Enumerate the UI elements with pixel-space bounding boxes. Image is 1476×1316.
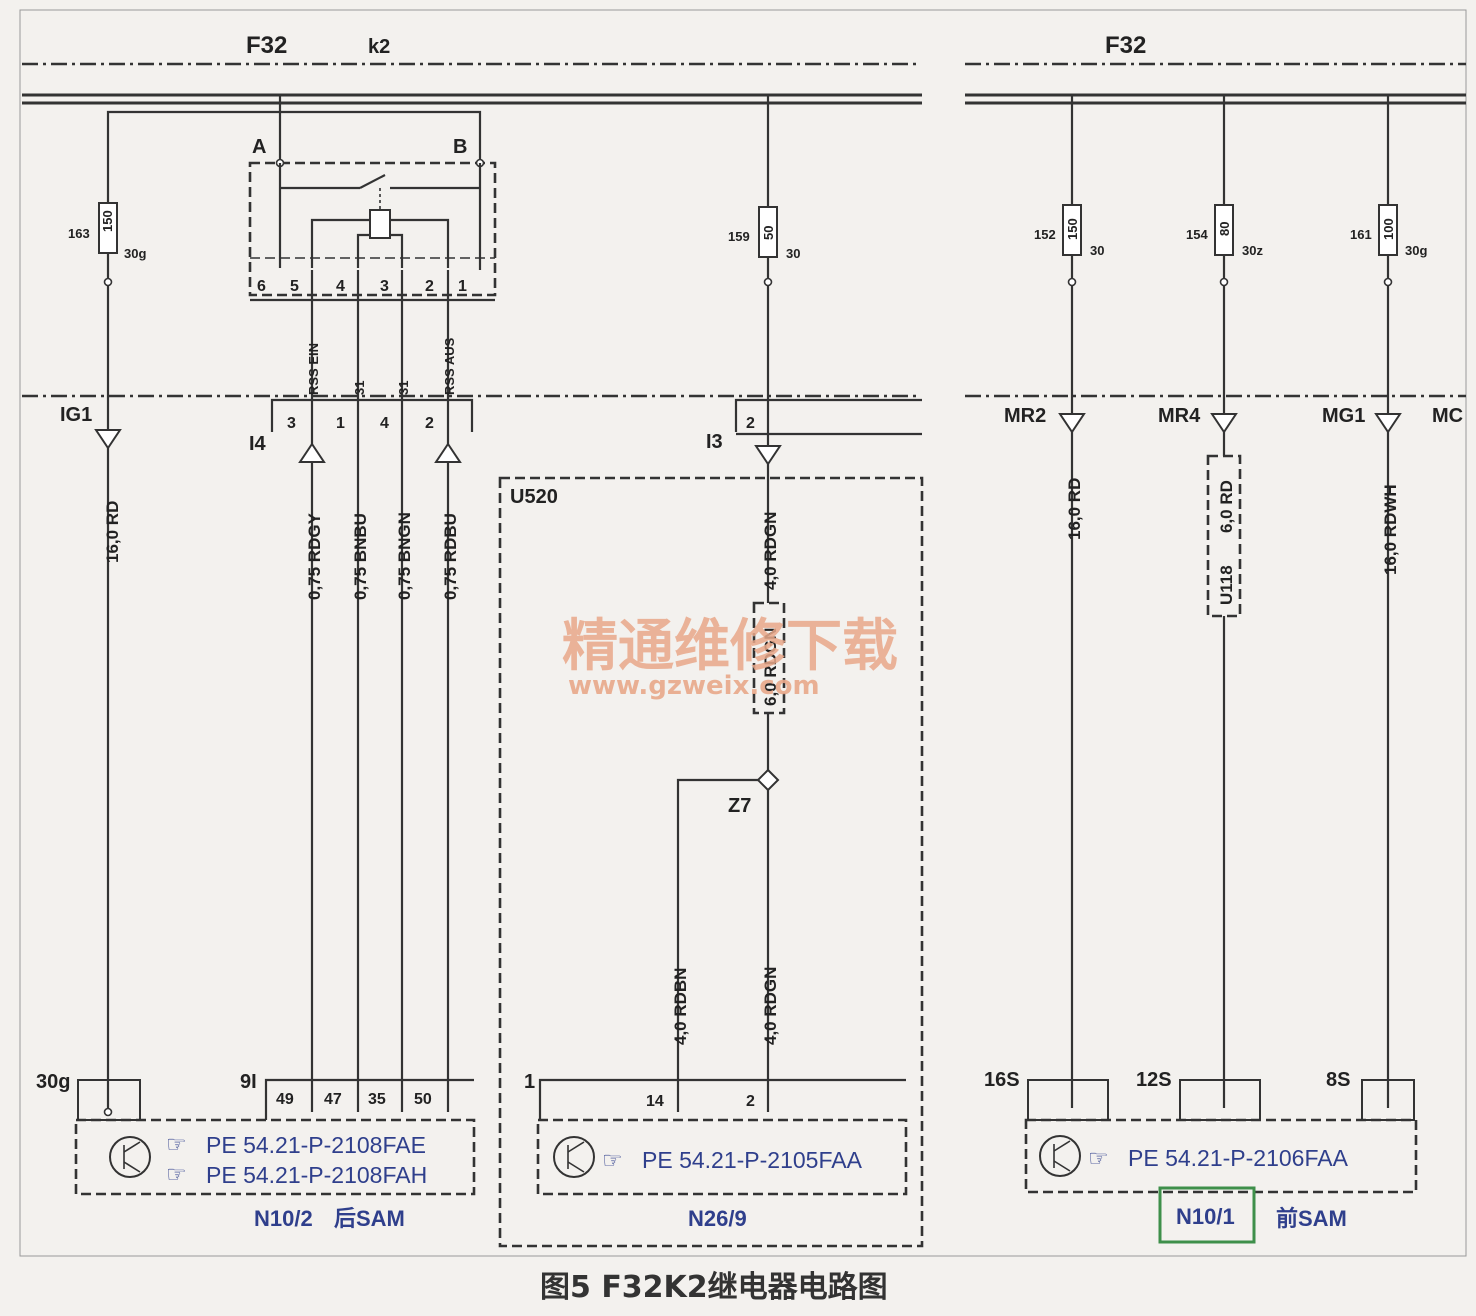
relay-signal-wires: RSS EIN 31 31 RSS AUS I4 3 1 4 2 0,75 RD… — [249, 270, 474, 1112]
relay-pin-4: 4 — [336, 278, 345, 295]
fuse-159-terminal: 30 — [786, 246, 800, 261]
hand-icon: ☞ — [166, 1131, 187, 1157]
fuse-154-terminal: 30z — [1242, 243, 1263, 258]
i3-circuit: 50 159 30 2 I3 4,0 RDGN U520 6,0 RDGN Z7… — [498, 95, 924, 1248]
wire-i3: 4,0 RDGN — [761, 512, 780, 590]
fuse-154-number: 154 — [1186, 227, 1208, 242]
relay-pin-3: 3 — [380, 278, 389, 295]
n10-1-highlight-box — [1158, 1186, 1256, 1244]
connector-i4: I4 — [249, 433, 267, 455]
watermark-text: 精通维修下载 — [562, 614, 898, 679]
relay-terminal-a: A — [252, 136, 266, 158]
fuse-152-number: 152 — [1034, 227, 1056, 242]
fuse-152-rating: 150 — [1065, 218, 1080, 240]
watermark-url: www.gzweix.com — [568, 671, 820, 701]
relay-pin-1: 1 — [458, 278, 467, 295]
i4-pin-1: 1 — [336, 415, 345, 432]
relay-pin-2: 2 — [425, 278, 434, 295]
connector-ig1: IG1 — [60, 404, 92, 426]
wire-mr4-sub: U118 — [1217, 565, 1236, 605]
signal-rss-aus: RSS AUS — [442, 337, 457, 395]
fuse-161-terminal: 30g — [1405, 243, 1427, 258]
relay-label-k2: k2 — [368, 36, 390, 58]
u520-label: U520 — [510, 486, 558, 508]
hand-icon: ☞ — [1088, 1145, 1109, 1171]
wire-mg1: 16,0 RDWH — [1381, 484, 1400, 575]
i4-pin-2: 2 — [425, 415, 434, 432]
wire-u520-inner: 6,0 RDGN — [761, 628, 780, 706]
n10-2-name-cn: 后SAM — [334, 1206, 405, 1231]
fuse-163-rating: 150 — [100, 210, 115, 232]
signal-31-b: 31 — [396, 381, 411, 395]
right-circuits: 150 152 30 MR2 16,0 RD 80 154 30z MR4 6,… — [1004, 95, 1463, 1108]
fuse-161-rating: 100 — [1381, 218, 1396, 240]
wire-ig1: 16,0 RD — [103, 501, 122, 563]
n26-9-pin-14: 14 — [646, 1093, 664, 1110]
n10-1-connector-8s: 8S — [1326, 1069, 1350, 1091]
relay-pin-5: 5 — [290, 278, 299, 295]
wire-rdgy: 0,75 RDGY — [305, 512, 324, 600]
wire-z7-right: 4,0 RDGN — [761, 967, 780, 1045]
fuse-163-terminal: 30g — [124, 246, 146, 261]
module-n26-9: 1 14 2 ☞ PE 54.21-P-2105FAA N26/9 — [524, 1071, 908, 1231]
wire-rdbu: 0,75 RDBU — [441, 513, 460, 600]
relay-pin-6: 6 — [257, 278, 266, 295]
n10-1-connector-12s: 12S — [1136, 1069, 1172, 1091]
n26-9-connector-1: 1 — [524, 1071, 535, 1093]
n10-2-pin-50: 50 — [414, 1091, 432, 1108]
relay-terminal-b: B — [453, 136, 467, 158]
fuse-152-terminal: 30 — [1090, 243, 1104, 258]
signal-rss-ein: RSS EIN — [306, 343, 321, 395]
relay-k2: A B 6 5 4 3 2 1 — [248, 95, 497, 302]
bus-label-f32-right: F32 — [1105, 32, 1146, 59]
connector-mr2: MR2 — [1004, 405, 1046, 427]
i4-pin-3: 3 — [287, 415, 296, 432]
fuse-161-number: 161 — [1350, 227, 1372, 242]
connector-mg1: MG1 — [1322, 405, 1365, 427]
n10-2-ref-1: PE 54.21-P-2108FAE — [206, 1132, 426, 1158]
module-n10-2: 30g 9I 49 47 35 50 ☞ ☞ PE 54.21-P-2108FA… — [36, 1071, 476, 1231]
connector-mc-partial: MC — [1432, 405, 1463, 427]
fuse-159-rating: 50 — [761, 226, 776, 240]
n10-2-connector-30g: 30g — [36, 1071, 70, 1093]
n10-1-name: N10/1 — [1176, 1204, 1235, 1229]
fuse-159-number: 159 — [728, 229, 750, 244]
n26-9-ref: PE 54.21-P-2105FAA — [642, 1147, 863, 1173]
n10-1-ref: PE 54.21-P-2106FAA — [1128, 1145, 1349, 1171]
connector-mr4: MR4 — [1158, 405, 1201, 427]
n10-2-connector-9i: 9I — [240, 1071, 257, 1093]
splice-z7: Z7 — [728, 795, 751, 817]
fuse-154-rating: 80 — [1217, 222, 1232, 236]
hand-icon: ☞ — [602, 1147, 623, 1173]
bus-label-f32-left: F32 — [246, 32, 287, 59]
i3-pin-2: 2 — [746, 415, 755, 432]
module-n10-1: 16S 12S 8S ☞ PE 54.21-P-2106FAA N10/1 前S… — [984, 1069, 1418, 1244]
n10-2-name: N10/2 — [254, 1206, 313, 1231]
fuse-163-number: 163 — [68, 226, 90, 241]
connector-i3: I3 — [706, 431, 723, 453]
diagram-border — [19, 9, 1467, 1257]
i4-pin-4: 4 — [380, 415, 389, 432]
ig1-circuit: 150 163 30g IG1 16,0 RD — [60, 110, 482, 1112]
signal-31-a: 31 — [352, 381, 367, 395]
wire-bnbu: 0,75 BNBU — [351, 513, 370, 600]
n10-2-pin-35: 35 — [368, 1091, 386, 1108]
n26-9-name: N26/9 — [688, 1206, 747, 1231]
u520-box — [498, 476, 924, 1248]
n10-2-ref-2: PE 54.21-P-2108FAH — [206, 1162, 427, 1188]
wire-bngn: 0,75 BNGN — [395, 512, 414, 600]
n10-2-pin-47: 47 — [324, 1091, 342, 1108]
wire-mr2: 16,0 RD — [1065, 478, 1084, 540]
n10-1-name-cn: 前SAM — [1276, 1206, 1347, 1231]
wire-z7-left: 4,0 RDBN — [671, 968, 690, 1045]
hand-icon: ☞ — [166, 1161, 187, 1187]
n26-9-pin-2: 2 — [746, 1093, 755, 1110]
figure-caption: 图5 F32K2继电器电路图 — [540, 1270, 888, 1305]
n10-2-pin-49: 49 — [276, 1091, 294, 1108]
wire-mr4: 6,0 RD — [1217, 480, 1236, 533]
n10-1-connector-16s: 16S — [984, 1069, 1020, 1091]
